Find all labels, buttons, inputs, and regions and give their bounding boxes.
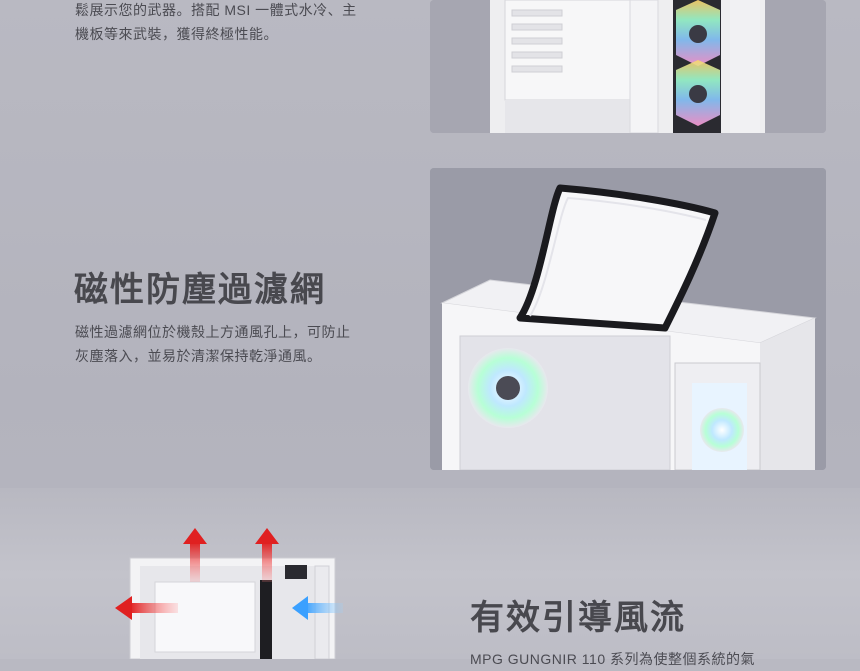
case-interior-photo <box>430 0 826 133</box>
exhaust-arrow-up-right <box>255 528 279 582</box>
filter-text-block: 磁性過濾網位於機殼上方通風孔上，可防止 灰塵落入，並易於清潔保持乾淨通風。 <box>75 320 405 368</box>
magnetic-filter-photo <box>430 168 826 470</box>
exhaust-arrow-up-left <box>183 528 207 582</box>
airflow-text-partial: MPG GUNGNIR 110 系列為使整個系統的氣 <box>470 651 755 667</box>
airflow-title: 有效引導風流 <box>470 599 686 637</box>
top-text-block: 鬆展示您的武器。搭配 MSI 一體式水冷、主 機板等來武裝，獲得終極性能。 <box>75 0 405 46</box>
case-interior-illustration <box>430 0 826 133</box>
top-text-line-2: 機板等來武裝，獲得終極性能。 <box>75 26 278 42</box>
filter-title: 磁性防塵過濾網 <box>74 271 326 309</box>
airflow-illustration <box>110 520 350 660</box>
filter-text-line-1: 磁性過濾網位於機殼上方通風孔上，可防止 <box>75 324 351 340</box>
exhaust-arrow-rear <box>115 596 178 620</box>
intake-arrow-front <box>292 596 343 620</box>
magnetic-filter-illustration <box>430 168 826 470</box>
top-text-line-1: 鬆展示您的武器。搭配 MSI 一體式水冷、主 <box>75 2 357 18</box>
filter-text-line-2: 灰塵落入，並易於清潔保持乾淨通風。 <box>75 348 322 364</box>
